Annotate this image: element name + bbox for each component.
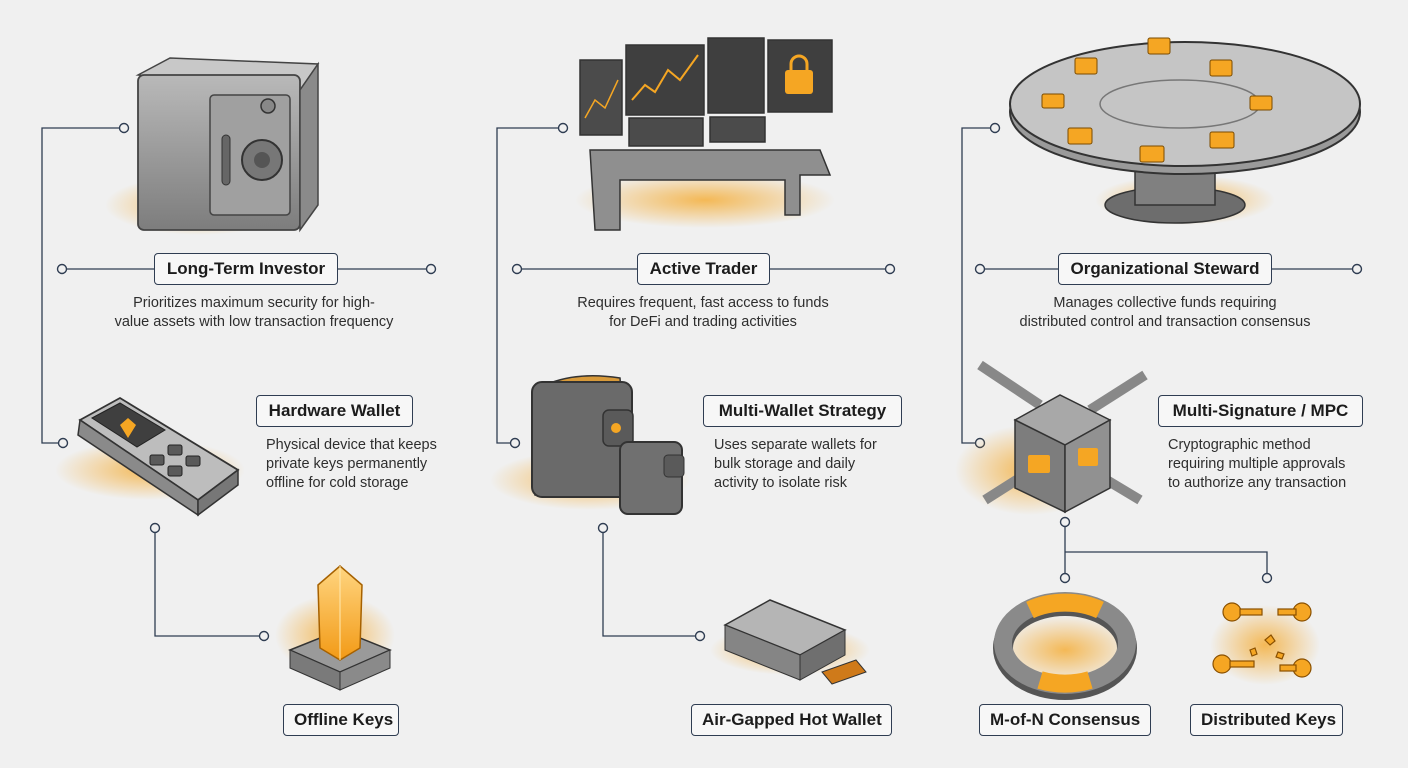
hardware-wallet-icon (55, 396, 245, 517)
strategy-multi-wallet: Multi-Wallet Strategy (703, 395, 902, 427)
strategy-multi-signature-mpc: Multi-Signature / MPC (1158, 395, 1363, 427)
sub-air-gapped-hot-wallet: Air-Gapped Hot Wallet (691, 704, 892, 736)
crystal-key-icon (275, 565, 395, 691)
wallets-icon (490, 374, 690, 515)
distributed-keys-icon (1210, 602, 1320, 685)
round-table-icon (1009, 37, 1361, 225)
sub-offline-keys: Offline Keys (283, 704, 399, 736)
persona-long-term-investor: Long-Term Investor (154, 253, 338, 285)
connector-mpc-branch (1065, 551, 1268, 578)
strategy-hardware-wallet-description: Physical device that keeps private keys … (266, 437, 437, 491)
locked-cube-icon (955, 360, 1148, 515)
sub-distributed-keys: Distributed Keys (1190, 704, 1343, 736)
strategy-multi-signature-mpc-description: Cryptographic method requiring multiple … (1168, 437, 1347, 491)
persona-active-trader: Active Trader (637, 253, 770, 285)
connector-wallets-to-airgap (602, 528, 700, 637)
consensus-ring-icon (993, 592, 1137, 700)
strategy-multi-wallet-description: Uses separate wallets for bulk storage a… (714, 437, 877, 491)
safe-icon (105, 57, 320, 235)
strategy-hardware-wallet: Hardware Wallet (256, 395, 413, 427)
persona-organizational-steward-description: Manages collective funds requiring distr… (1019, 295, 1311, 330)
persona-active-trader-description: Requires frequent, fast access to funds … (577, 295, 829, 330)
sub-m-of-n-consensus: M-of-N Consensus (979, 704, 1151, 736)
air-gapped-device-icon (710, 599, 870, 685)
persona-long-term-investor-description: Prioritizes maximum security for high- v… (114, 295, 394, 330)
connector-hardware-to-offline (154, 528, 264, 637)
connector-trader-to-wallets (496, 127, 563, 444)
trading-desk-icon (575, 37, 835, 231)
persona-organizational-steward: Organizational Steward (1058, 253, 1272, 285)
connector-investor-to-hardware (41, 127, 124, 444)
